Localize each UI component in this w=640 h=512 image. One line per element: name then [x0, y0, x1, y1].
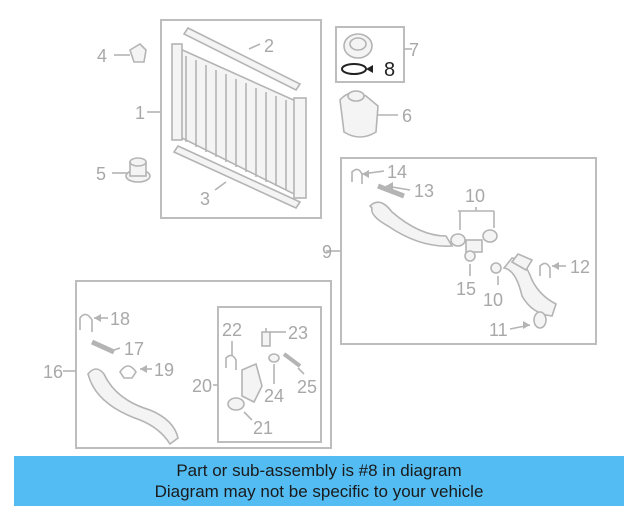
arrow-13-icon — [386, 182, 393, 190]
connector-10a — [450, 233, 466, 247]
reservoir-cap-part — [343, 33, 373, 59]
callout-10-bottom: 10 — [483, 290, 503, 310]
arrow-8-icon — [366, 65, 373, 73]
callout-5: 5 — [96, 164, 106, 184]
arrow-11-icon — [523, 321, 530, 329]
callout-22: 22 — [222, 320, 242, 340]
callout-3: 3 — [200, 189, 210, 209]
callout-8: 8 — [384, 59, 395, 81]
callout-13: 13 — [414, 181, 434, 201]
arrow-12-icon — [552, 262, 559, 270]
radiator-seal-bottom — [172, 144, 302, 210]
hose-25 — [282, 352, 302, 368]
o-ring-21 — [227, 397, 245, 411]
callout-18: 18 — [110, 309, 130, 329]
callout-21: 21 — [253, 418, 273, 438]
banner-part-number-text: Part or sub-assembly is #8 in diagram — [176, 461, 462, 480]
lower-hose-group-box — [75, 280, 332, 449]
lower-coolant-hose — [502, 253, 557, 317]
o-ring-15 — [464, 250, 476, 262]
callout-9: 9 — [322, 242, 332, 262]
seal-ring-part — [341, 63, 367, 75]
callout-2: 2 — [264, 36, 274, 56]
banner-disclaimer-text: Diagram may not be specific to your vehi… — [154, 482, 484, 501]
radiator-part — [171, 43, 307, 199]
o-ring-11 — [533, 311, 547, 329]
exploded-view-diagram: 1 2 3 4 5 6 7 8 9 10 10 11 12 13 14 15 1… — [43, 19, 597, 449]
spring-clip-19 — [119, 365, 137, 379]
o-ring-24 — [268, 353, 280, 363]
callout-12: 12 — [570, 257, 590, 277]
hose-clamp-12 — [539, 262, 551, 278]
callout-4: 4 — [97, 46, 107, 66]
callout-20: 20 — [192, 376, 212, 396]
callout-1: 1 — [135, 103, 145, 123]
radiator-group-box — [160, 19, 322, 219]
callout-14: 14 — [387, 162, 407, 182]
t-piece-part — [465, 239, 483, 253]
o-ring-10c — [490, 262, 502, 274]
arrow-18-icon — [94, 314, 101, 322]
upper-coolant-hose — [368, 201, 454, 247]
hose-17 — [90, 339, 116, 355]
callout-25: 25 — [297, 377, 317, 397]
callout-17: 17 — [124, 339, 144, 359]
thermostat-housing — [241, 362, 263, 404]
callout-23: 23 — [288, 323, 308, 343]
callout-16: 16 — [43, 362, 63, 382]
hose-clamp-14 — [351, 168, 363, 184]
hose-clamp-18 — [79, 313, 93, 332]
lower-radiator-hose — [87, 368, 179, 446]
callout-15: 15 — [456, 279, 476, 299]
info-banner: Part or sub-assembly is #8 in diagram Di… — [14, 456, 624, 506]
callout-24: 24 — [264, 386, 284, 406]
callout-10-top: 10 — [465, 186, 485, 206]
rubber-mount-part — [125, 157, 151, 183]
callout-7: 7 — [409, 40, 419, 60]
arrow-19-icon — [140, 365, 147, 373]
radiator-seal-top — [182, 26, 302, 92]
connector-10b — [482, 229, 498, 243]
thermostat-group-box — [217, 306, 322, 443]
mount-bracket-part — [129, 42, 147, 63]
callout-11: 11 — [489, 320, 508, 340]
sensor-23 — [261, 328, 271, 347]
expansion-tank-part — [339, 90, 379, 138]
hose-clamp-22 — [225, 354, 237, 370]
callout-19: 19 — [154, 360, 174, 380]
cap-group-box — [335, 26, 405, 83]
arrow-14-icon — [362, 170, 369, 178]
hose-13 — [377, 183, 405, 199]
callout-6: 6 — [402, 106, 412, 126]
